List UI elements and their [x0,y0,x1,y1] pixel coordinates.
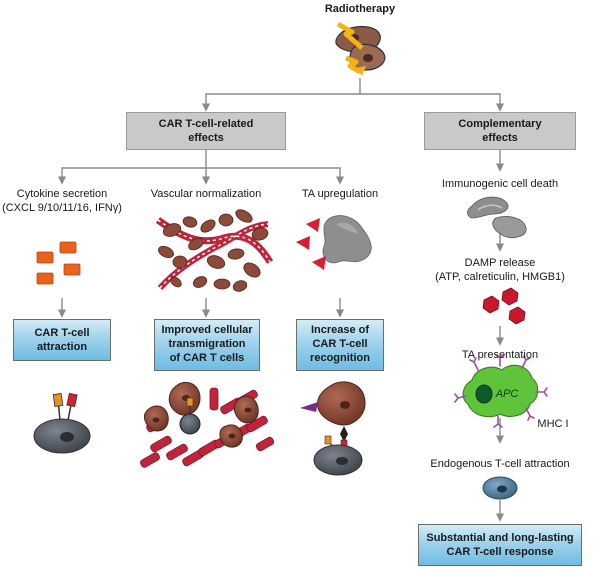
ta-presentation-label: TA presentation [461,349,539,361]
transmigration-line2: transmigration [168,338,246,350]
main-connectors [57,78,505,522]
ta-recognition-box: Increase of CAR T-cell recognition [296,319,384,371]
car-attraction-line1: CAR T-cell [34,327,90,339]
car-t-cell-icon [33,392,91,454]
long-lasting-response-box: Substantial and long-lasting CAR T-cell … [418,524,582,566]
long-lasting-response-line2: CAR T-cell response [446,546,554,558]
apc-icon [454,354,548,428]
mhc-label: MHC I [537,418,569,430]
complementary-effects-box: Complementary effects [424,112,576,150]
cytokine-heading-line1: Cytokine secretion [16,188,108,200]
apc-label: APC [495,388,519,400]
damp-release-label-line1: DAMP release [464,257,536,269]
transmigration-line1: Improved cellular [161,324,253,336]
radiotherapy-title: Radiotherapy [324,3,396,15]
ta-recognition-line2: CAR T-cell [312,338,368,350]
vascular-normalization-heading: Vascular normalization [150,188,262,200]
ta-recognition-icon [300,381,366,476]
car-effects-box: CAR T-cell-related effects [126,112,286,150]
car-attraction-line2: attraction [36,341,88,353]
long-lasting-response-line1: Substantial and long-lasting [426,532,574,544]
damp-release-icon [482,287,526,325]
transmigration-box: Improved cellular transmigration of CAR … [154,319,260,371]
damp-release-label-line2: (ATP, calreticulin, HMGB1) [435,271,565,283]
complementary-effects-title-line1: Complementary [458,118,542,130]
transmigration-line3: of CAR T cells [169,352,245,364]
complementary-effects-title-line2: effects [482,132,518,144]
endogenous-t-cell-label: Endogenous T-cell attraction [430,458,570,470]
immunogenic-cell-death-icon [467,196,527,238]
immunogenic-cell-death-label: Immunogenic cell death [441,178,559,190]
car-effects-title-line1: CAR T-cell-related [158,118,254,130]
endogenous-t-cell-icon [482,476,518,500]
cytokine-icon [36,241,81,285]
vascular-network-icon [155,209,274,292]
radiotherapy-icon [335,21,386,76]
ta-upregulation-heading: TA upregulation [301,188,379,200]
ta-recognition-line1: Increase of [310,324,370,336]
transmigration-icon [140,382,275,468]
car-attraction-box: CAR T-cell attraction [13,319,111,361]
cytokine-heading-line2: (CXCL 9/10/11/16, IFNγ) [2,202,122,214]
car-effects-title-line2: effects [188,132,224,144]
ta-recognition-line3: recognition [310,352,370,364]
ta-upregulation-icon [296,215,372,270]
